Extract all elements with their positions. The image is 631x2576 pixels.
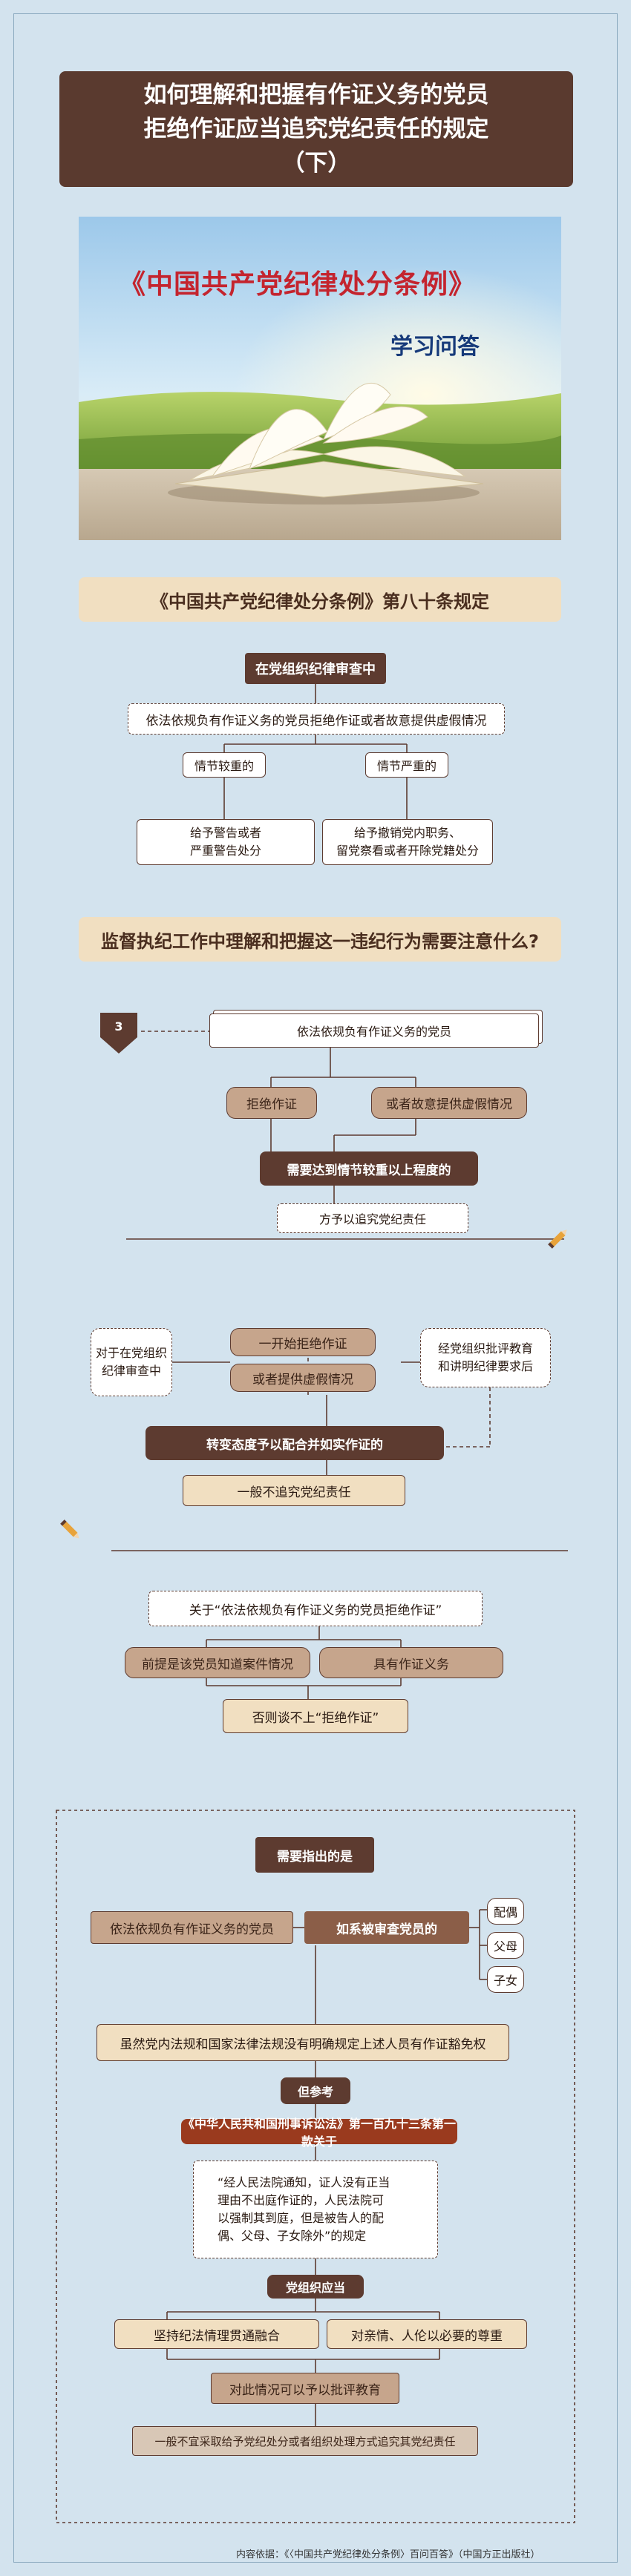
reference-label: 但参考 <box>281 2077 350 2104</box>
premise-left: 前提是该党员知道案件情况 <box>125 1647 310 1678</box>
result-light: 给予警告或者 严重警告处分 <box>137 819 315 865</box>
number-shield-icon <box>100 1013 137 1054</box>
title-line-1: 如何理解和把握有作证义务的党员 <box>143 82 489 108</box>
note-exemption: 虽然党内法规和国家法律法规没有明确规定上述人员有作证豁免权 <box>97 2024 509 2061</box>
correction-left: 对于在党组织 纪律审查中 <box>91 1328 172 1396</box>
correction-right-line2: 和讲明纪律要求后 <box>437 1359 533 1373</box>
correction-center-bottom: 或者提供虚假情况 <box>230 1364 376 1392</box>
premise-otherwise: 否则谈不上“拒绝作证” <box>223 1699 408 1733</box>
conclusion-box: 方予以追究党纪责任 <box>277 1203 468 1233</box>
action-refuse: 拒绝作证 <box>226 1087 317 1119</box>
condition-box: 依法依规负有作证义务的党员拒绝作证或者故意提供虚假情况 <box>128 703 505 735</box>
quote-line3: 以强制其到庭，但是被告人的配 <box>218 2211 385 2225</box>
note-condition: 如系被审查党员的 <box>304 1911 469 1944</box>
action-false: 或者故意提供虚假情况 <box>371 1087 527 1119</box>
correction-right-line1: 经党组织批评教育 <box>437 1341 533 1356</box>
correction-center-top: 一开始拒绝作证 <box>230 1328 376 1356</box>
should-label: 党组织应当 <box>267 2275 364 2299</box>
result-heavy: 给予撤销党内职务、 留党察看或者开除党籍处分 <box>322 819 493 865</box>
page-title: 如何理解和把握有作证义务的党员 拒绝作证应当追究党纪责任的规定 （下） <box>59 71 573 187</box>
relation-parents: 父母 <box>487 1932 524 1959</box>
context-box: 在党组织纪律审查中 <box>245 653 386 684</box>
hero-illustration <box>79 217 561 540</box>
footer-citation: 内容依据：《〈中国共产党纪律处分条例〉百问百答》（中国方正出版社） <box>236 2549 540 2560</box>
title-line-3: （下） <box>281 150 351 177</box>
note-heading: 需要指出的是 <box>255 1837 374 1873</box>
law-reference: 《中华人民共和国刑事诉讼法》第一百九十三条第一款关于 <box>181 2117 457 2149</box>
premise-about: 关于“依法依规负有作证义务的党员拒绝作证” <box>148 1591 483 1626</box>
result-light-line1: 给予警告或者 <box>189 826 261 840</box>
result-light-line2: 严重警告处分 <box>189 844 261 858</box>
branch-light: 情节较重的 <box>183 752 266 778</box>
result-heavy-line1: 给予撤销党内职务、 <box>353 826 461 840</box>
correction-right: 经党组织批评教育 和讲明纪律要求后 <box>420 1328 551 1387</box>
law-quote: “经人民法院通知，证人没有正当 理由不出庭作证的，人民法院可 以强制其到庭，但是… <box>193 2161 438 2258</box>
correction-left-line2: 纪律审查中 <box>101 1364 161 1378</box>
handling-box: 对此情况可以予以批评教育 <box>211 2373 399 2404</box>
principle-left: 坚持纪法情理贯通融合 <box>114 2319 319 2349</box>
flag-number: 3 <box>114 1019 123 1034</box>
quote-line2: 理由不出庭作证的，人民法院可 <box>218 2193 385 2207</box>
question-heading: 监督执纪工作中理解和把握这一违纪行为需要注意什么? <box>79 917 561 962</box>
quote-line4: 偶、父母、子女除外”的规定 <box>218 2229 367 2243</box>
result-heavy-line2: 留党察看或者开除党籍处分 <box>336 844 479 858</box>
threshold-box: 需要达到情节较重以上程度的 <box>260 1151 478 1186</box>
final-box: 一般不宜采取给予党纪处分或者组织处理方式追究其党纪责任 <box>132 2426 478 2456</box>
hero-book-title: 《中国共产党纪律处分条例》 <box>119 269 477 300</box>
pencil-icon <box>548 1229 567 1249</box>
hero-subtitle: 学习问答 <box>390 334 480 360</box>
branch-heavy: 情节严重的 <box>365 752 448 778</box>
article-heading: 《中国共产党纪律处分条例》第八十条规定 <box>79 577 561 622</box>
pencil-icon-2 <box>60 1519 79 1539</box>
turn-attitude-box: 转变态度予以配合并如实作证的 <box>146 1426 444 1460</box>
correction-left-line1: 对于在党组织 <box>95 1346 167 1360</box>
note-subject: 依法依规负有作证义务的党员 <box>91 1911 293 1944</box>
quote-line1: “经人民法院通知，证人没有正当 <box>218 2175 390 2189</box>
correction-result: 一般不追究党纪责任 <box>183 1475 405 1506</box>
premise-right: 具有作证义务 <box>319 1647 503 1678</box>
relation-children: 子女 <box>487 1966 524 1993</box>
subject-box: 依法依规负有作证义务的党员 <box>209 1013 539 1048</box>
relation-spouse: 配偶 <box>487 1898 524 1925</box>
principle-right: 对亲情、人伦以必要的尊重 <box>327 2319 527 2349</box>
page-frame <box>13 13 618 2563</box>
hero-image: 《中国共产党纪律处分条例》 学习问答 <box>79 217 561 540</box>
title-line-2: 拒绝作证应当追究党纪责任的规定 <box>143 116 489 142</box>
